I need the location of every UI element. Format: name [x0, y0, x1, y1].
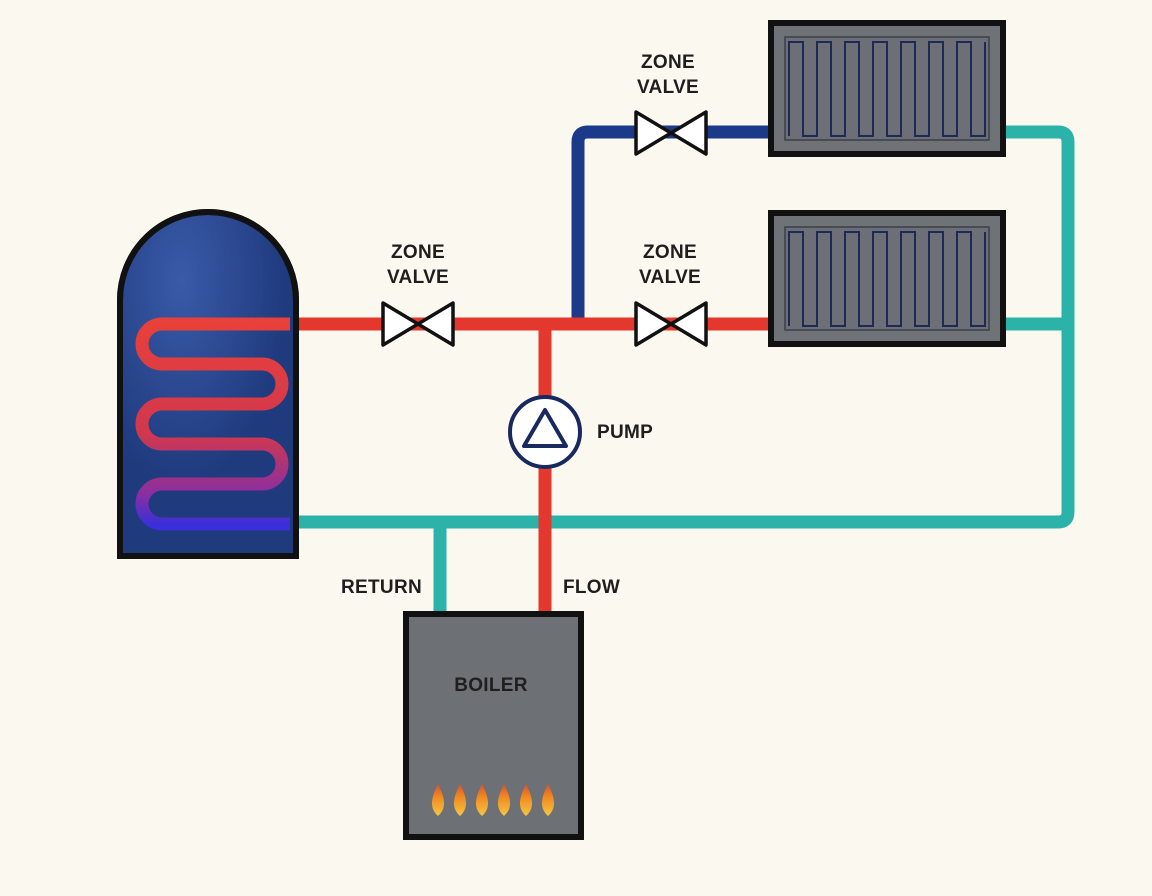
- zone-valve-left-label-2: VALVE: [387, 267, 449, 288]
- zone-valve-top-label-1: ZONE: [641, 52, 695, 73]
- zone-valve-top-label-2: VALVE: [637, 77, 699, 98]
- bowtie-valve-icon: [634, 301, 708, 347]
- flame-icon: [519, 784, 533, 816]
- return-label: RETURN: [341, 577, 422, 598]
- heating-coil-icon: [135, 317, 290, 531]
- zone-pipe-upper: [571, 125, 770, 324]
- bowtie-valve-icon: [381, 301, 455, 347]
- zone-valve-left[interactable]: [381, 301, 455, 347]
- radiator-fins: [788, 41, 986, 137]
- boiler-label: BOILER: [454, 675, 528, 696]
- burner-flames: [431, 784, 555, 816]
- flame-icon: [453, 784, 467, 816]
- zone-valve-mid[interactable]: [634, 301, 708, 347]
- flame-icon: [475, 784, 489, 816]
- zone-valve-mid-label-1: ZONE: [643, 242, 697, 263]
- flow-label: FLOW: [563, 577, 620, 598]
- pump-triangle-icon: [522, 408, 568, 448]
- radiator-bottom: [768, 210, 1006, 347]
- flame-icon: [497, 784, 511, 816]
- bowtie-valve-icon: [634, 110, 708, 156]
- zone-valve-mid-label-2: VALVE: [639, 267, 701, 288]
- flame-icon: [431, 784, 445, 816]
- radiator-top: [768, 20, 1006, 157]
- hot-water-cylinder: [117, 209, 299, 559]
- flame-icon: [541, 784, 555, 816]
- pump[interactable]: [508, 395, 582, 469]
- pump-label: PUMP: [597, 422, 653, 443]
- zone-valve-top[interactable]: [634, 110, 708, 156]
- zone-valve-left-label-1: ZONE: [391, 242, 445, 263]
- boiler: BOILER: [403, 611, 584, 840]
- radiator-fins: [788, 231, 986, 327]
